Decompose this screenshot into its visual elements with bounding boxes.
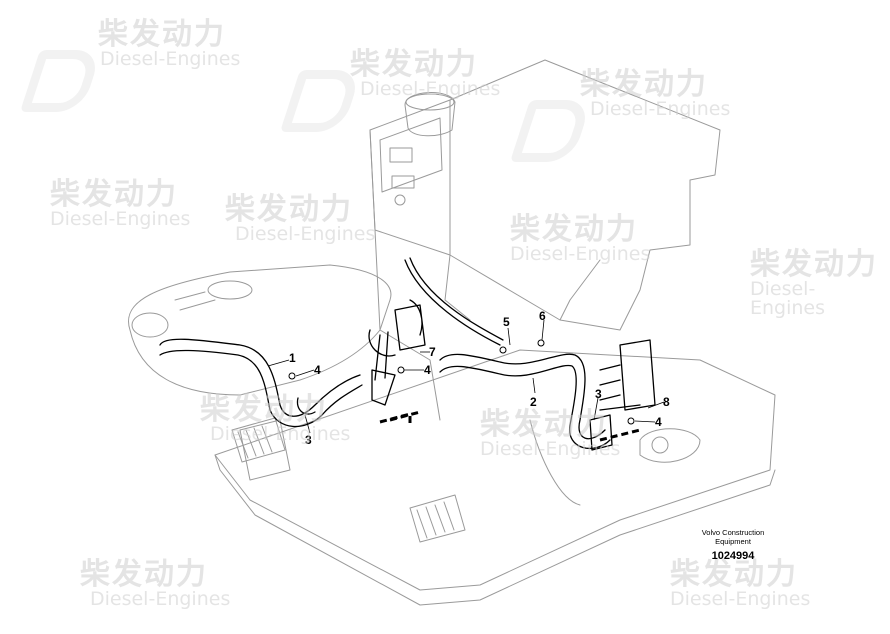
callout-labels: 1 2 3 3 4 4 4 5 6 7 8 — [289, 309, 670, 447]
hose-3-clamp — [296, 397, 316, 415]
drawing-caption: Volvo Construction Equipment 1024994 — [688, 528, 778, 562]
floor-grille-left — [231, 417, 286, 463]
heater-housing — [369, 59, 721, 331]
hose-2 — [439, 353, 606, 440]
caption-division: Equipment — [715, 537, 751, 546]
floor-plate — [214, 349, 776, 591]
callout-4-middle: 4 — [424, 363, 431, 377]
caption-manufacturer: Volvo Construction — [701, 528, 765, 537]
callout-4-left: 4 — [314, 363, 321, 377]
callout-1: 1 — [289, 351, 296, 365]
callout-4-right: 4 — [655, 415, 662, 429]
callout-5: 5 — [503, 315, 510, 329]
callout-3-right: 3 — [595, 387, 602, 401]
callout-3-left: 3 — [305, 433, 312, 447]
hose-1 — [159, 338, 361, 417]
callout-8: 8 — [663, 395, 670, 409]
console-left — [128, 264, 392, 396]
callout-7: 7 — [429, 345, 436, 359]
floor-grille-right — [409, 494, 466, 543]
callout-6: 6 — [539, 309, 546, 323]
drawing-number: 1024994 — [711, 550, 755, 562]
callout-2: 2 — [530, 395, 537, 409]
